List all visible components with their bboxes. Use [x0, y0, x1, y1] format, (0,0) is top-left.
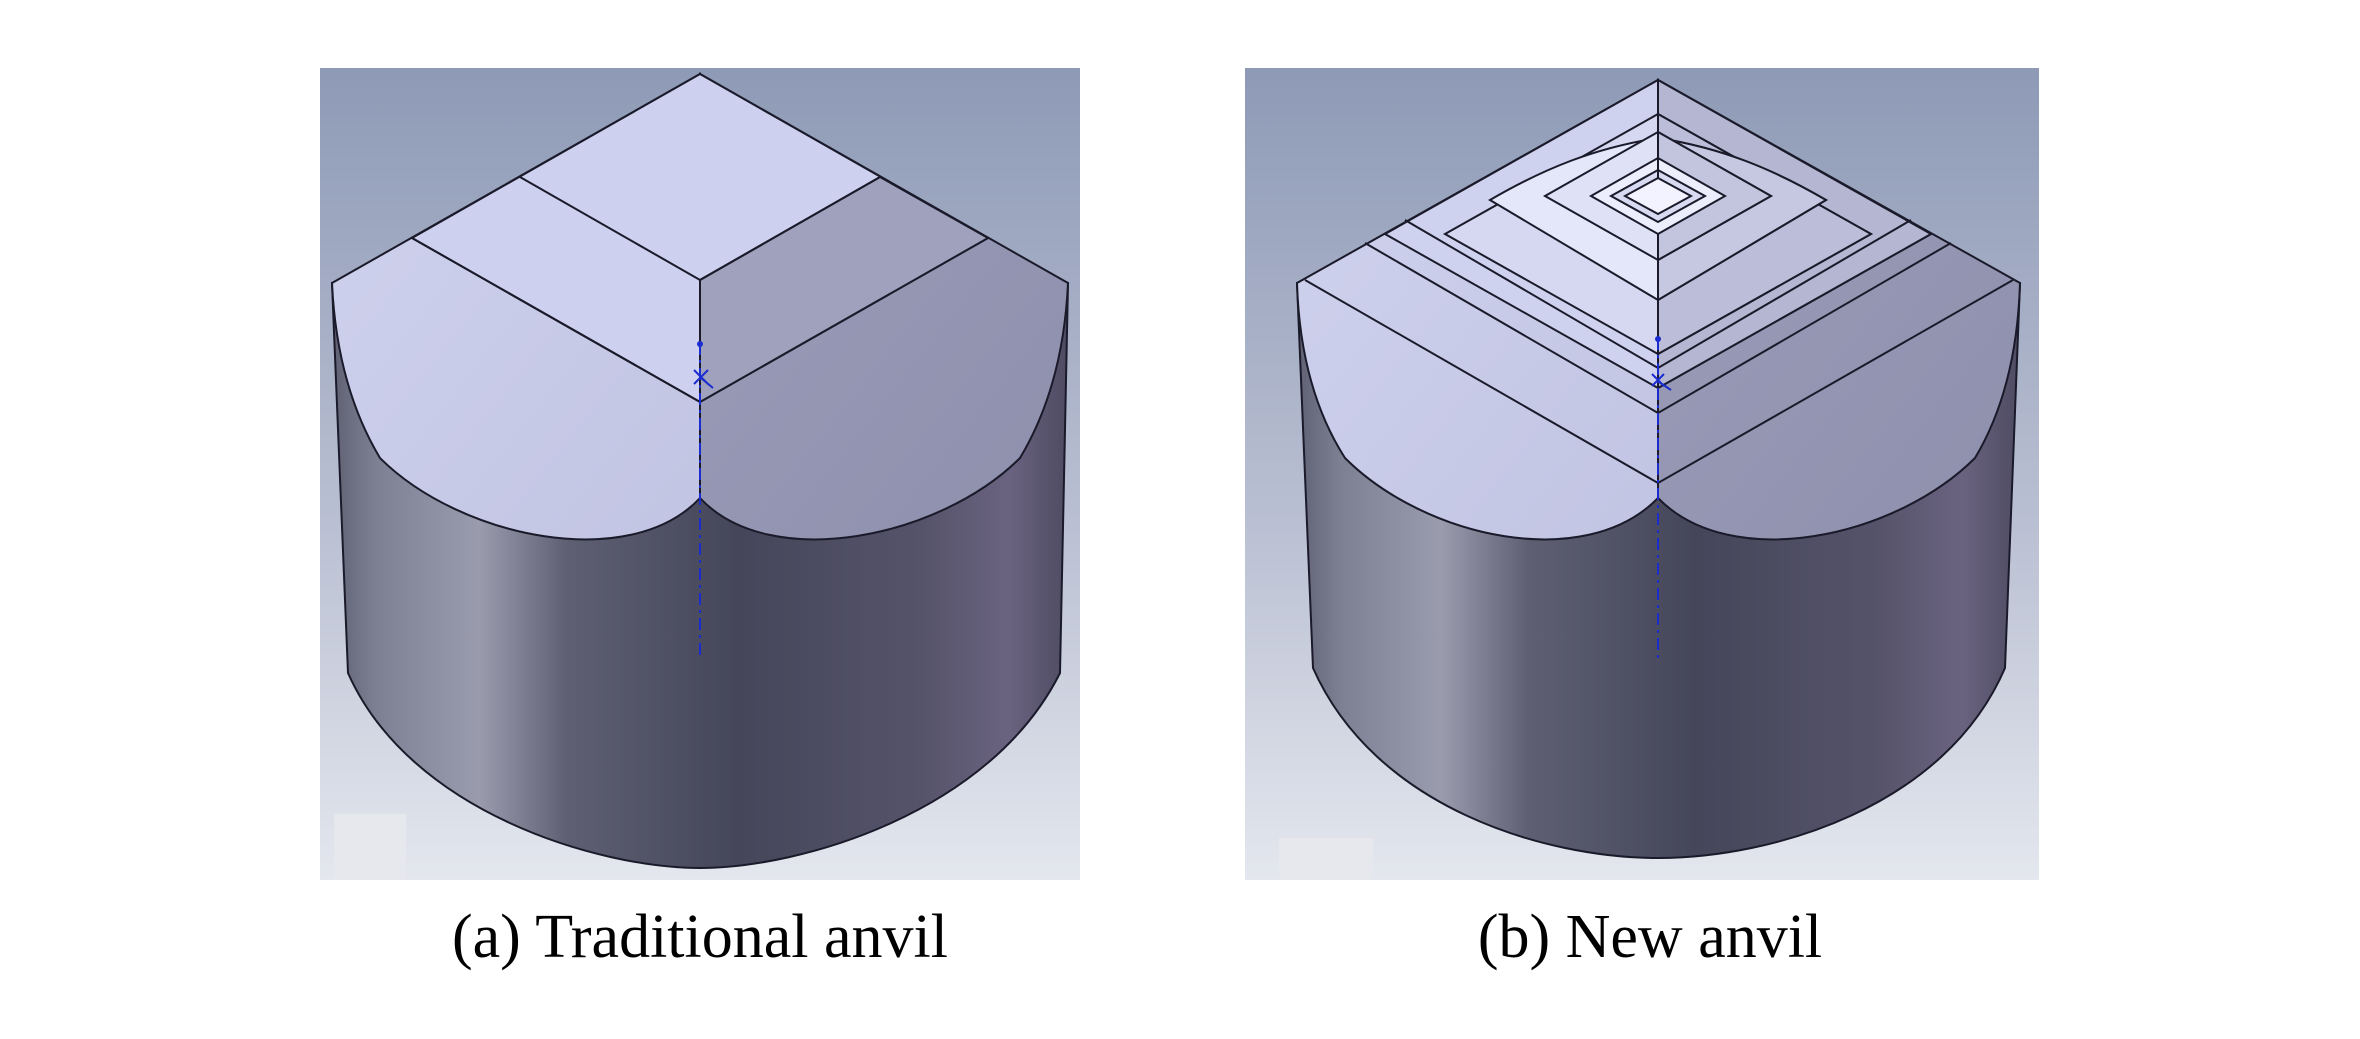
- watermark-patch: [334, 814, 406, 880]
- origin-marker-icon: [1651, 373, 1672, 391]
- caption-a: (a) Traditional anvil: [452, 903, 948, 971]
- stepped-pyramid: [1304, 78, 2014, 498]
- watermark-patch: [1279, 838, 1373, 880]
- panel-traditional-anvil: [320, 68, 1080, 880]
- new-anvil-render: [1245, 68, 2039, 880]
- caption-b: (b) New anvil: [1477, 903, 1823, 971]
- axis-point: [697, 341, 703, 347]
- traditional-anvil-render: [320, 68, 1080, 880]
- axis-point: [1655, 336, 1661, 342]
- edge-line: [519, 176, 881, 282]
- origin-marker-icon: [693, 369, 714, 389]
- panel-new-anvil: [1245, 68, 2039, 880]
